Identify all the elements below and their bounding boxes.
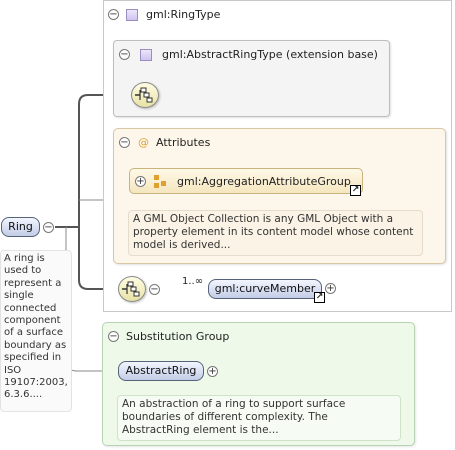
attribute-at-icon: @ [138,136,149,149]
ring-collapse-button[interactable]: − [43,222,54,233]
extension-collapse-button[interactable]: − [119,49,130,60]
sequence-glyph-icon [135,87,153,103]
ring-description: A ring is used to represent a single con… [0,250,72,412]
substitution-collapse-button[interactable]: − [108,331,119,342]
reference-arrow-icon[interactable]: ↗ [314,292,325,303]
ring-element[interactable]: Ring [1,217,40,237]
sequence-icon[interactable] [131,82,159,108]
attribute-group-icon [154,175,166,188]
sequence-collapse-button[interactable]: − [149,284,160,295]
complex-type-icon [140,49,152,61]
curve-member-multiplicity: 1..∞ [182,276,204,287]
reference-arrow-icon[interactable]: ↗ [350,185,361,196]
extension-label: gml:AbstractRingType (extension base) [162,48,378,61]
complex-type-icon [126,9,138,21]
abstract-ring-element[interactable]: AbstractRing [118,361,204,381]
curve-member-expand-button[interactable]: + [325,283,336,294]
ring-type-collapse-button[interactable]: − [108,9,119,20]
substitution-group-title: Substitution Group [126,330,230,343]
attribute-group-label: gml:AggregationAttributeGroup [177,175,351,188]
sequence-icon[interactable] [118,276,146,302]
attributes-collapse-button[interactable]: − [119,137,130,148]
attribute-group-box[interactable] [129,168,363,194]
extension-base-box [113,40,390,117]
substitution-description: An abstraction of a ring to support surf… [117,395,401,441]
sequence-glyph-icon [122,281,140,297]
abstract-ring-expand-button[interactable]: + [207,366,218,377]
attributes-description: A GML Object Collection is any GML Objec… [128,210,423,256]
attributes-title: Attributes [156,136,211,149]
attribute-group-expand-button[interactable]: + [135,176,146,187]
curve-member-element[interactable]: gml:curveMember [208,279,322,299]
ring-type-label: gml:RingType [146,8,221,21]
